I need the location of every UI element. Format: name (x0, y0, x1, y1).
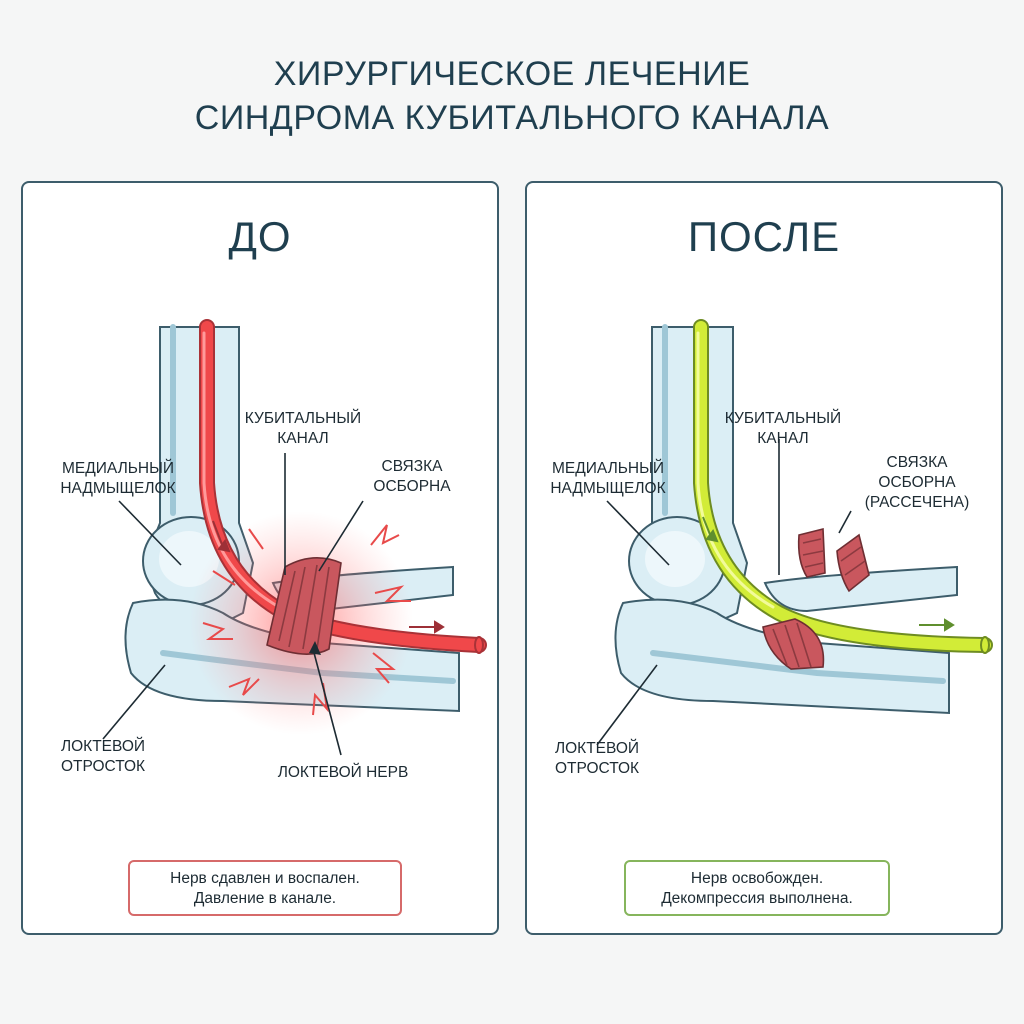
panel-before: ДО (21, 181, 499, 935)
title-line-2: СИНДРОМА КУБИТАЛЬНОГО КАНАЛА (194, 99, 830, 137)
osborne-ligament-cut (762, 527, 870, 670)
label-cubital-canal-after: КУБИТАЛЬНЫЙ КАНАЛ (724, 410, 842, 447)
panel-after: ПОСЛЕ (525, 181, 1003, 935)
label-ulnar-nerve: ЛОКТЕВОЙ НЕРВ (277, 764, 409, 781)
nerve-arrows-after (702, 516, 955, 632)
status-note-before-line-1: Нерв сдавлен и воспален. (170, 870, 360, 887)
elbow-after-illustration (596, 319, 993, 746)
leader-lines-before (102, 453, 364, 756)
label-cubital-canal-before: КУБИТАЛЬНЫЙ КАНАЛ (244, 410, 362, 447)
status-note-before: Нерв сдавлен и воспален. Давление в кана… (128, 860, 402, 916)
label-olecranon-before: ЛОКТЕВОЙ ОТРОСТОК (60, 738, 146, 775)
status-note-after-line-1: Нерв освобожден. (690, 870, 824, 887)
label-olecranon-after: ЛОКТЕВОЙ ОТРОСТОК (554, 740, 640, 777)
status-note-after-line-2: Декомпрессия выполнена. (661, 890, 853, 907)
label-medial-epicondyle-after: МЕДИАЛЬНЫЙ НАДМЫЩЕЛОК (550, 460, 666, 497)
title-line-1: ХИРУРГИЧЕСКОЕ ЛЕЧЕНИЕ (273, 55, 751, 93)
pain-burst-lines (202, 524, 411, 716)
label-medial-epicondyle-before: МЕДИАЛЬНЫЙ НАДМЫЩЕЛОК (60, 460, 176, 497)
osborne-ligament-before (266, 557, 342, 655)
label-osborne-ligament-before: СВЯЗКА ОСБОРНА (373, 458, 451, 495)
elbow-before-illustration (102, 319, 487, 756)
panel-after-heading: ПОСЛЕ (687, 213, 841, 260)
nerve-arrows-before (212, 520, 445, 634)
status-note-before-line-2: Давление в канале. (193, 890, 337, 907)
status-note-after: Нерв освобожден. Декомпрессия выполнена. (624, 860, 890, 916)
page-title: ХИРУРГИЧЕСКОЕ ЛЕЧЕНИЕ СИНДРОМА КУБИТАЛЬН… (0, 52, 1024, 140)
leader-lines-after (596, 439, 852, 746)
radius-after (763, 565, 958, 613)
panel-before-heading: ДО (228, 213, 292, 260)
label-osborne-ligament-after: СВЯЗКА ОСБОРНА (РАССЕЧЕНА) (864, 454, 970, 511)
